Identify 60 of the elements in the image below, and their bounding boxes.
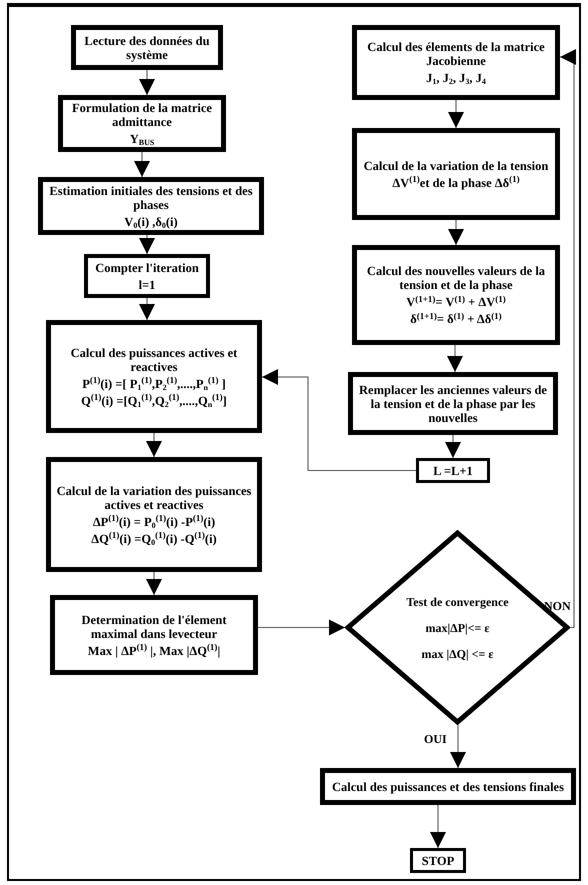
arrow [448, 220, 464, 246]
arrow [448, 100, 464, 128]
box-text: Calcul de la variation des puissances actives et reactives [56, 484, 252, 512]
process-box [348, 372, 558, 435]
process-box [416, 458, 490, 483]
process-box [46, 320, 262, 433]
arrow [139, 234, 155, 254]
box-text: L =L+1 [433, 464, 473, 478]
arrow [560, 49, 576, 628]
arrow [134, 152, 150, 178]
formula: V$^{(1+1)}$= V$^{(1)}$ + ΔV$^{(1)}$ [406, 295, 506, 309]
formula: ΔP$^{(1)}$(i) = P$_{0}$$^{(1)}$(i) -P$^{(1)}$(i) [92, 514, 216, 528]
decision-title: Test de convergence [405, 594, 510, 610]
process-box [352, 25, 560, 100]
arrow [262, 369, 416, 471]
process-box [50, 595, 258, 675]
process-box [352, 128, 560, 220]
formula: ΔQ$^{(1)}$(i) =Q$_{0}$$^{(1)}$(i) -Q$^{(1)}$(i) [91, 532, 217, 546]
arrow [445, 434, 461, 458]
arrow [447, 344, 463, 372]
decision-diamond [345, 530, 570, 725]
formula: max |ΔQ| <= ε [420, 646, 494, 662]
box-text: Formulation de la matrice admittance [71, 101, 213, 129]
arrow [450, 724, 466, 768]
formula: V$_{0}$(i) ,δ$_{0}$(i) [124, 214, 178, 228]
process-box [71, 25, 223, 70]
box-text: Estimation initiales des tensions et des phases [48, 184, 254, 212]
box-text: Determination de l'élement maximal dans levecteur [80, 612, 228, 640]
process-box [38, 177, 264, 235]
formula: ΔV$^{(1)}$et de la phase Δδ$^{(1)}$ [392, 176, 520, 190]
box-text: Compter l'iteration [95, 260, 199, 274]
formula: P$^{(1)}$(i) =[ P$_{1}$$^{(1)}$,P$_{2}$$^{(1)}$,....,P$_{n}$$^{(1)}$ ] [82, 376, 226, 390]
process-box [84, 254, 210, 298]
process-box [410, 848, 466, 873]
arrow [146, 572, 162, 596]
process-box [352, 245, 560, 345]
arrow [139, 298, 155, 320]
box-text: Calcul des puissances actives et reactives [70, 346, 238, 374]
edge-label: OUI [424, 733, 447, 745]
formula: δ$^{(1+1)}$= δ$^{(1)}$ + Δδ$^{(1)}$ [410, 312, 502, 326]
formula: Max | ΔP$^{(1)}$ |, Max |ΔQ$^{(1)}$| [88, 644, 220, 658]
box-text: Remplacer les anciennes valeurs de la tension et de la phase par les nouvelles [358, 382, 548, 424]
process-box [58, 95, 226, 152]
box-text: Lecture des données du système [83, 34, 211, 62]
arrow [258, 620, 346, 636]
arrow [146, 432, 162, 458]
box-text: Calcul des puissances et des tensions finales [332, 780, 564, 794]
box-text: STOP [422, 854, 454, 868]
formula: Y$_{BUS}$ [130, 132, 154, 146]
formula: max|ΔP|<= ε [424, 620, 490, 636]
arrow [139, 70, 155, 96]
formula: l=1 [138, 278, 156, 292]
box-text: Calcul des élements de la matrice Jacobienne [366, 40, 546, 68]
formula: J$_{1}$, J$_{2}$, J$_{3}$, J$_{4}$ [426, 71, 486, 85]
formula: Q$^{(1)}$(i) =[Q$_{1}$$^{(1)}$,Q$_{2}$$^{(1)}$,....,Q$_{n}$$^{(1)}$] [81, 394, 227, 408]
box-text: Calcul de la variation de la tension [364, 158, 548, 172]
process-box [320, 768, 576, 805]
process-box [46, 457, 262, 572]
box-text: Calcul des nouvelles valeurs de la tension et de la phase [366, 264, 546, 292]
arrow [430, 804, 446, 848]
